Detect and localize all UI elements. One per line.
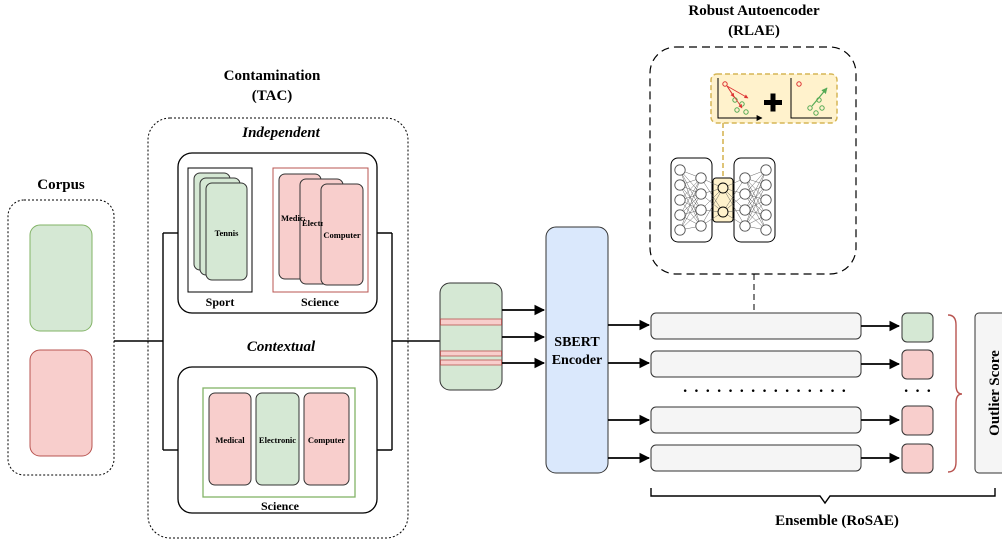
network-link [679, 184, 702, 227]
network-node [695, 220, 707, 232]
encoder-label-line1: SBERT [554, 335, 600, 350]
network-node [674, 179, 686, 191]
network-link [679, 169, 702, 227]
network-node [674, 194, 686, 206]
score-square-3 [901, 405, 934, 436]
network-node [739, 172, 751, 184]
network-node [739, 204, 751, 216]
network-link [722, 187, 746, 227]
ensemble-label: Ensemble (RoSAE) [775, 513, 899, 529]
score-square-1 [901, 312, 934, 343]
network-link [700, 187, 724, 227]
independent-title: Independent [242, 125, 320, 141]
sport-frame [187, 167, 253, 293]
network-node [695, 204, 707, 216]
contextual-card-label-computer: Computer [307, 435, 346, 445]
contextual-medical-card [208, 392, 252, 486]
tennis-card-stack [193, 172, 248, 281]
contextual-card-label-electronic: Electronic [258, 435, 297, 445]
encoder-to-ensemble-arrows [608, 319, 651, 464]
network-node [695, 172, 707, 184]
score-squares [901, 312, 934, 474]
doc-to-encoder-arrows [502, 304, 546, 369]
science-card-stack [278, 173, 364, 286]
science-card-label-electronic: Electronic [302, 218, 323, 228]
latent-node [717, 206, 729, 218]
network-node [674, 224, 686, 236]
science-card-label-computer: Computer [323, 230, 361, 240]
corpus-red-document [29, 349, 93, 457]
corpus-group [7, 199, 115, 476]
contextual-computer-card [303, 392, 350, 486]
tac-title-line1: Contamination [223, 68, 321, 84]
network-link [744, 177, 767, 231]
ensemble-member-2 [650, 350, 862, 378]
rlae-title-line1: Robust Autoencoder [688, 3, 820, 19]
ensemble-member-4 [650, 444, 862, 472]
contextual-science-caption: Science [261, 499, 299, 513]
network-link [679, 177, 702, 231]
contaminated-document [439, 282, 503, 391]
network-node [739, 220, 751, 232]
tennis-card-label: Tennis [214, 228, 239, 238]
score-ellipsis: · · · [903, 383, 933, 400]
corpus-to-tac-connector [114, 233, 164, 450]
science-caption: Science [301, 295, 339, 309]
contextual-electronic-card [255, 392, 300, 486]
corpus-title: Corpus [37, 177, 85, 193]
science-frame [272, 167, 369, 293]
ensemble-bottom-brace [650, 488, 996, 505]
network-link [744, 177, 767, 216]
rlae-scatter-plot-left [717, 78, 763, 121]
rlae-plus-sign [764, 93, 782, 112]
network-node [674, 209, 686, 221]
science-card-label-medical: Medical [281, 213, 305, 223]
tac-container [147, 117, 409, 539]
score-right-brace [947, 314, 963, 473]
autoencoder-network [670, 157, 776, 243]
corpus-green-document [29, 224, 93, 332]
network-link [679, 169, 702, 211]
sbert-encoder-block [545, 226, 609, 474]
network-node [739, 188, 751, 200]
network-node [760, 164, 772, 176]
network-node [760, 179, 772, 191]
sport-caption: Sport [205, 295, 235, 309]
tac-bracket-right [377, 232, 440, 451]
score-square-4 [901, 443, 934, 474]
contextual-card-label-medical: Medical [215, 435, 245, 445]
contextual-box [177, 366, 378, 514]
ensemble-members [650, 312, 862, 472]
corpus-container [7, 199, 115, 476]
score-square-2 [901, 349, 934, 380]
network-node [760, 224, 772, 236]
network-link [744, 169, 767, 211]
tac-title-line2: (TAC) [251, 88, 293, 104]
network-link [744, 169, 767, 227]
network-node [760, 209, 772, 221]
network-link [679, 193, 702, 231]
network-node [760, 194, 772, 206]
outlier-score-label: Outlier Score [987, 350, 1002, 436]
contextual-science-frame [202, 387, 356, 498]
network-link [722, 177, 746, 213]
ensemble-member-3 [650, 406, 862, 434]
network-link [744, 193, 767, 231]
outlier-score-box [974, 312, 1002, 474]
encoder-label-line2: Encoder [551, 353, 603, 368]
network-link [700, 177, 724, 213]
contextual-title: Contextual [246, 339, 316, 355]
network-link [679, 177, 702, 216]
network-link [744, 184, 767, 227]
ensemble-ellipsis: · · · · · · · · · · · · · · · [682, 383, 848, 400]
latent-node [717, 182, 729, 194]
member-to-score-arrows [861, 320, 901, 464]
rlae-scatter-plot-right [790, 78, 832, 119]
rlae-container [649, 46, 857, 275]
network-node [674, 164, 686, 176]
rlae-title-line2: (RLAE) [728, 23, 780, 39]
ensemble-member-1 [650, 312, 862, 340]
network-node [695, 188, 707, 200]
